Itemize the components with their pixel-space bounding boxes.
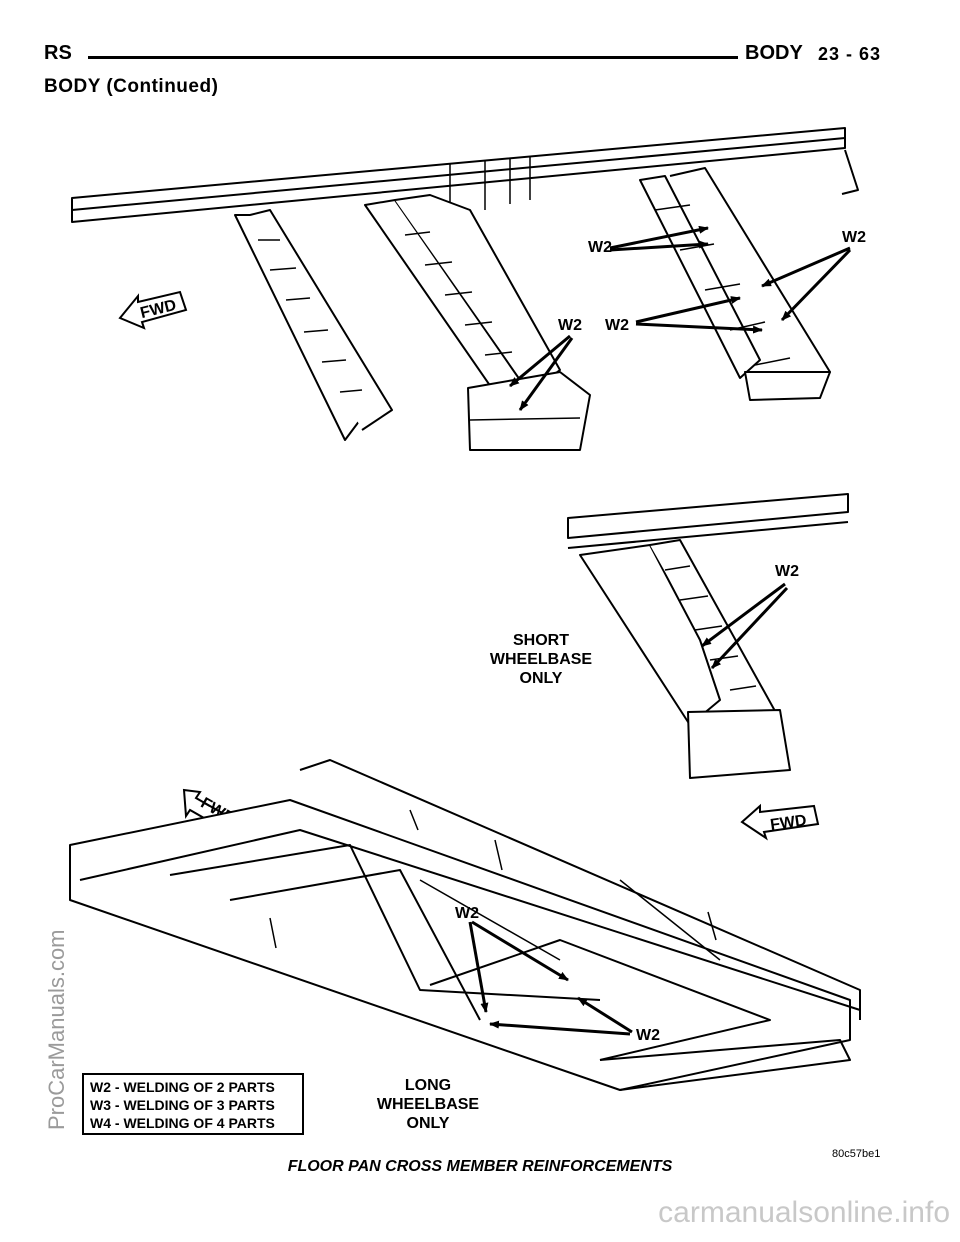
w2-label-long-1: W2 [455, 905, 479, 922]
figure-caption: FLOOR PAN CROSS MEMBER REINFORCEMENTS [287, 1158, 673, 1175]
legend-w4: W4 - WELDING OF 4 PARTS [90, 1115, 275, 1131]
w2-label-3: W2 [605, 317, 629, 334]
w2-label-short: W2 [775, 563, 799, 580]
w2-arrows-long [468, 920, 633, 1036]
long-wheelbase-line-1: LONG [405, 1077, 451, 1094]
legend-w3: W3 - WELDING OF 3 PARTS [90, 1097, 275, 1113]
footer-watermark: carmanualsonline.info [658, 1196, 950, 1229]
header-manual-code: RS [44, 42, 72, 64]
short-wheelbase-view [567, 493, 849, 779]
side-watermark: ProCarManuals.com [44, 929, 69, 1130]
fwd-arrow-right: FWD [740, 803, 820, 841]
figure-id: 80c57be1 [832, 1148, 881, 1160]
top-frame-view [71, 127, 859, 451]
long-wheelbase-view [69, 759, 861, 1091]
section-continued-heading: BODY (Continued) [44, 76, 219, 97]
short-wheelbase-line-2: WHEELBASE [490, 651, 593, 668]
short-wheelbase-line-1: SHORT [513, 632, 569, 649]
w2-label-long-2: W2 [636, 1027, 660, 1044]
w2-label-1: W2 [588, 239, 612, 256]
svg-text:FWD: FWD [769, 812, 807, 834]
w2-arrows-short [701, 582, 789, 670]
fwd-arrow-top: FWD [118, 290, 188, 330]
header-page-number: 23 - 63 [818, 44, 882, 64]
header-section-title: BODY [745, 42, 803, 64]
w2-arrows-top [509, 225, 852, 411]
legend-w2: W2 - WELDING OF 2 PARTS [90, 1079, 275, 1095]
w2-label-2: W2 [842, 229, 866, 246]
short-wheelbase-line-3: ONLY [520, 670, 563, 687]
header-rule [88, 56, 738, 59]
weld-legend: W2 - WELDING OF 2 PARTS W3 - WELDING OF … [82, 1073, 304, 1135]
long-wheelbase-line-3: ONLY [407, 1115, 450, 1132]
long-wheelbase-line-2: WHEELBASE [377, 1096, 480, 1113]
w2-label-4: W2 [558, 317, 582, 334]
